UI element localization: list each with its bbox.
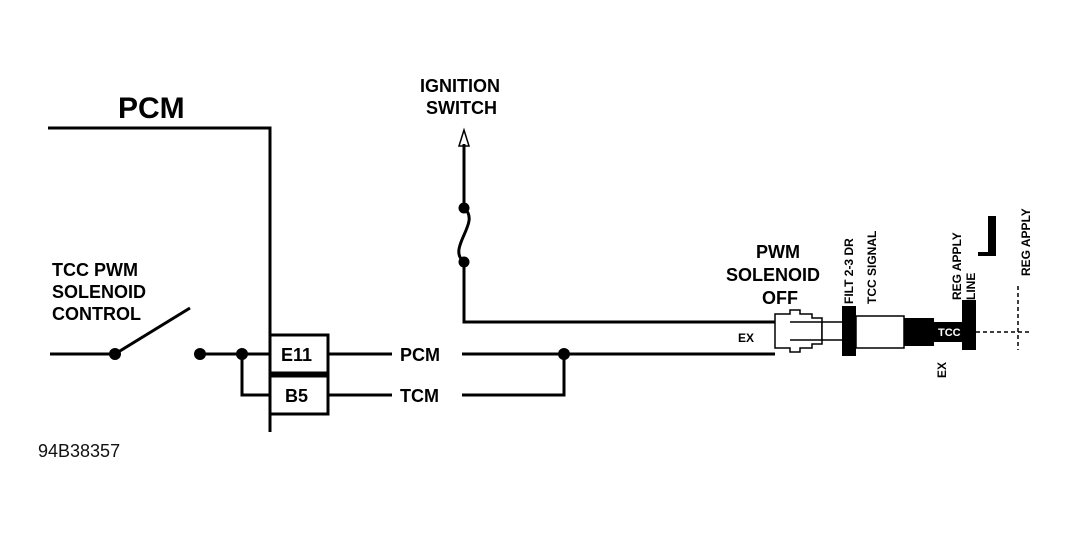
port-label-reg-apply-1: REG APPLY (950, 232, 964, 300)
exhaust-label-right: EX (935, 362, 949, 378)
control-label-line2: SOLENOID (52, 282, 146, 302)
pin-e11-label: E11 (281, 345, 312, 365)
pwm-solenoid: PWM SOLENOID OFF EX (726, 242, 845, 353)
solenoid-label-line1: PWM (756, 242, 800, 262)
wire-label-pcm: PCM (400, 345, 440, 365)
pcm-title: PCM (118, 92, 185, 125)
valve-spool-dark (904, 318, 934, 346)
solenoid-body (774, 309, 823, 353)
pcm-boundary (48, 126, 272, 432)
port-label-line: LINE (964, 273, 978, 300)
exhaust-label-left: EX (738, 331, 754, 345)
tcm-wire-right (462, 354, 566, 397)
figure-id: 94B38357 (38, 441, 120, 461)
solenoid-nose (821, 321, 845, 341)
switch-blade (114, 306, 191, 356)
pcm-module: PCM (48, 92, 272, 432)
tcc-signal-chamber (855, 315, 905, 349)
output-wires: PCM TCM (328, 345, 775, 406)
wire-label-tcm: TCM (400, 386, 439, 406)
arrow-up-icon (457, 127, 471, 147)
ignition-wire-to-solenoid (462, 262, 775, 324)
port-label-filt: FILT 2-3 DR (842, 238, 856, 304)
port-label-tcc-signal: TCC SIGNAL (865, 231, 879, 304)
ignition-label-line1: IGNITION (420, 76, 500, 96)
reg-apply-passage (978, 216, 996, 256)
fuse-icon (457, 206, 471, 264)
tcc-pwm-control-switch: TCC PWM SOLENOID CONTROL (50, 260, 270, 397)
junction-branch-b5 (240, 354, 270, 397)
pin-e11-box (268, 333, 330, 375)
line-port-land (962, 300, 976, 350)
pin-b5-box (268, 374, 330, 416)
solenoid-label-line2: SOLENOID (726, 265, 820, 285)
junction-dot-right (558, 348, 570, 360)
solenoid-label-line3: OFF (762, 288, 798, 308)
ignition-label-line2: SWITCH (426, 98, 497, 118)
filt-port-land (842, 306, 856, 356)
control-label-line1: TCC PWM (52, 260, 138, 280)
pin-b5-label: B5 (285, 386, 308, 406)
valve-body: TCC REG FILT 2-3 DR TCC SIGNAL REG APPLY… (842, 208, 1033, 378)
ignition-feed: IGNITION SWITCH (420, 76, 775, 324)
port-label-reg-apply-2: REG APPLY (1019, 208, 1033, 276)
connector-pins: E11 B5 (268, 333, 330, 416)
control-label-line3: CONTROL (52, 304, 141, 324)
